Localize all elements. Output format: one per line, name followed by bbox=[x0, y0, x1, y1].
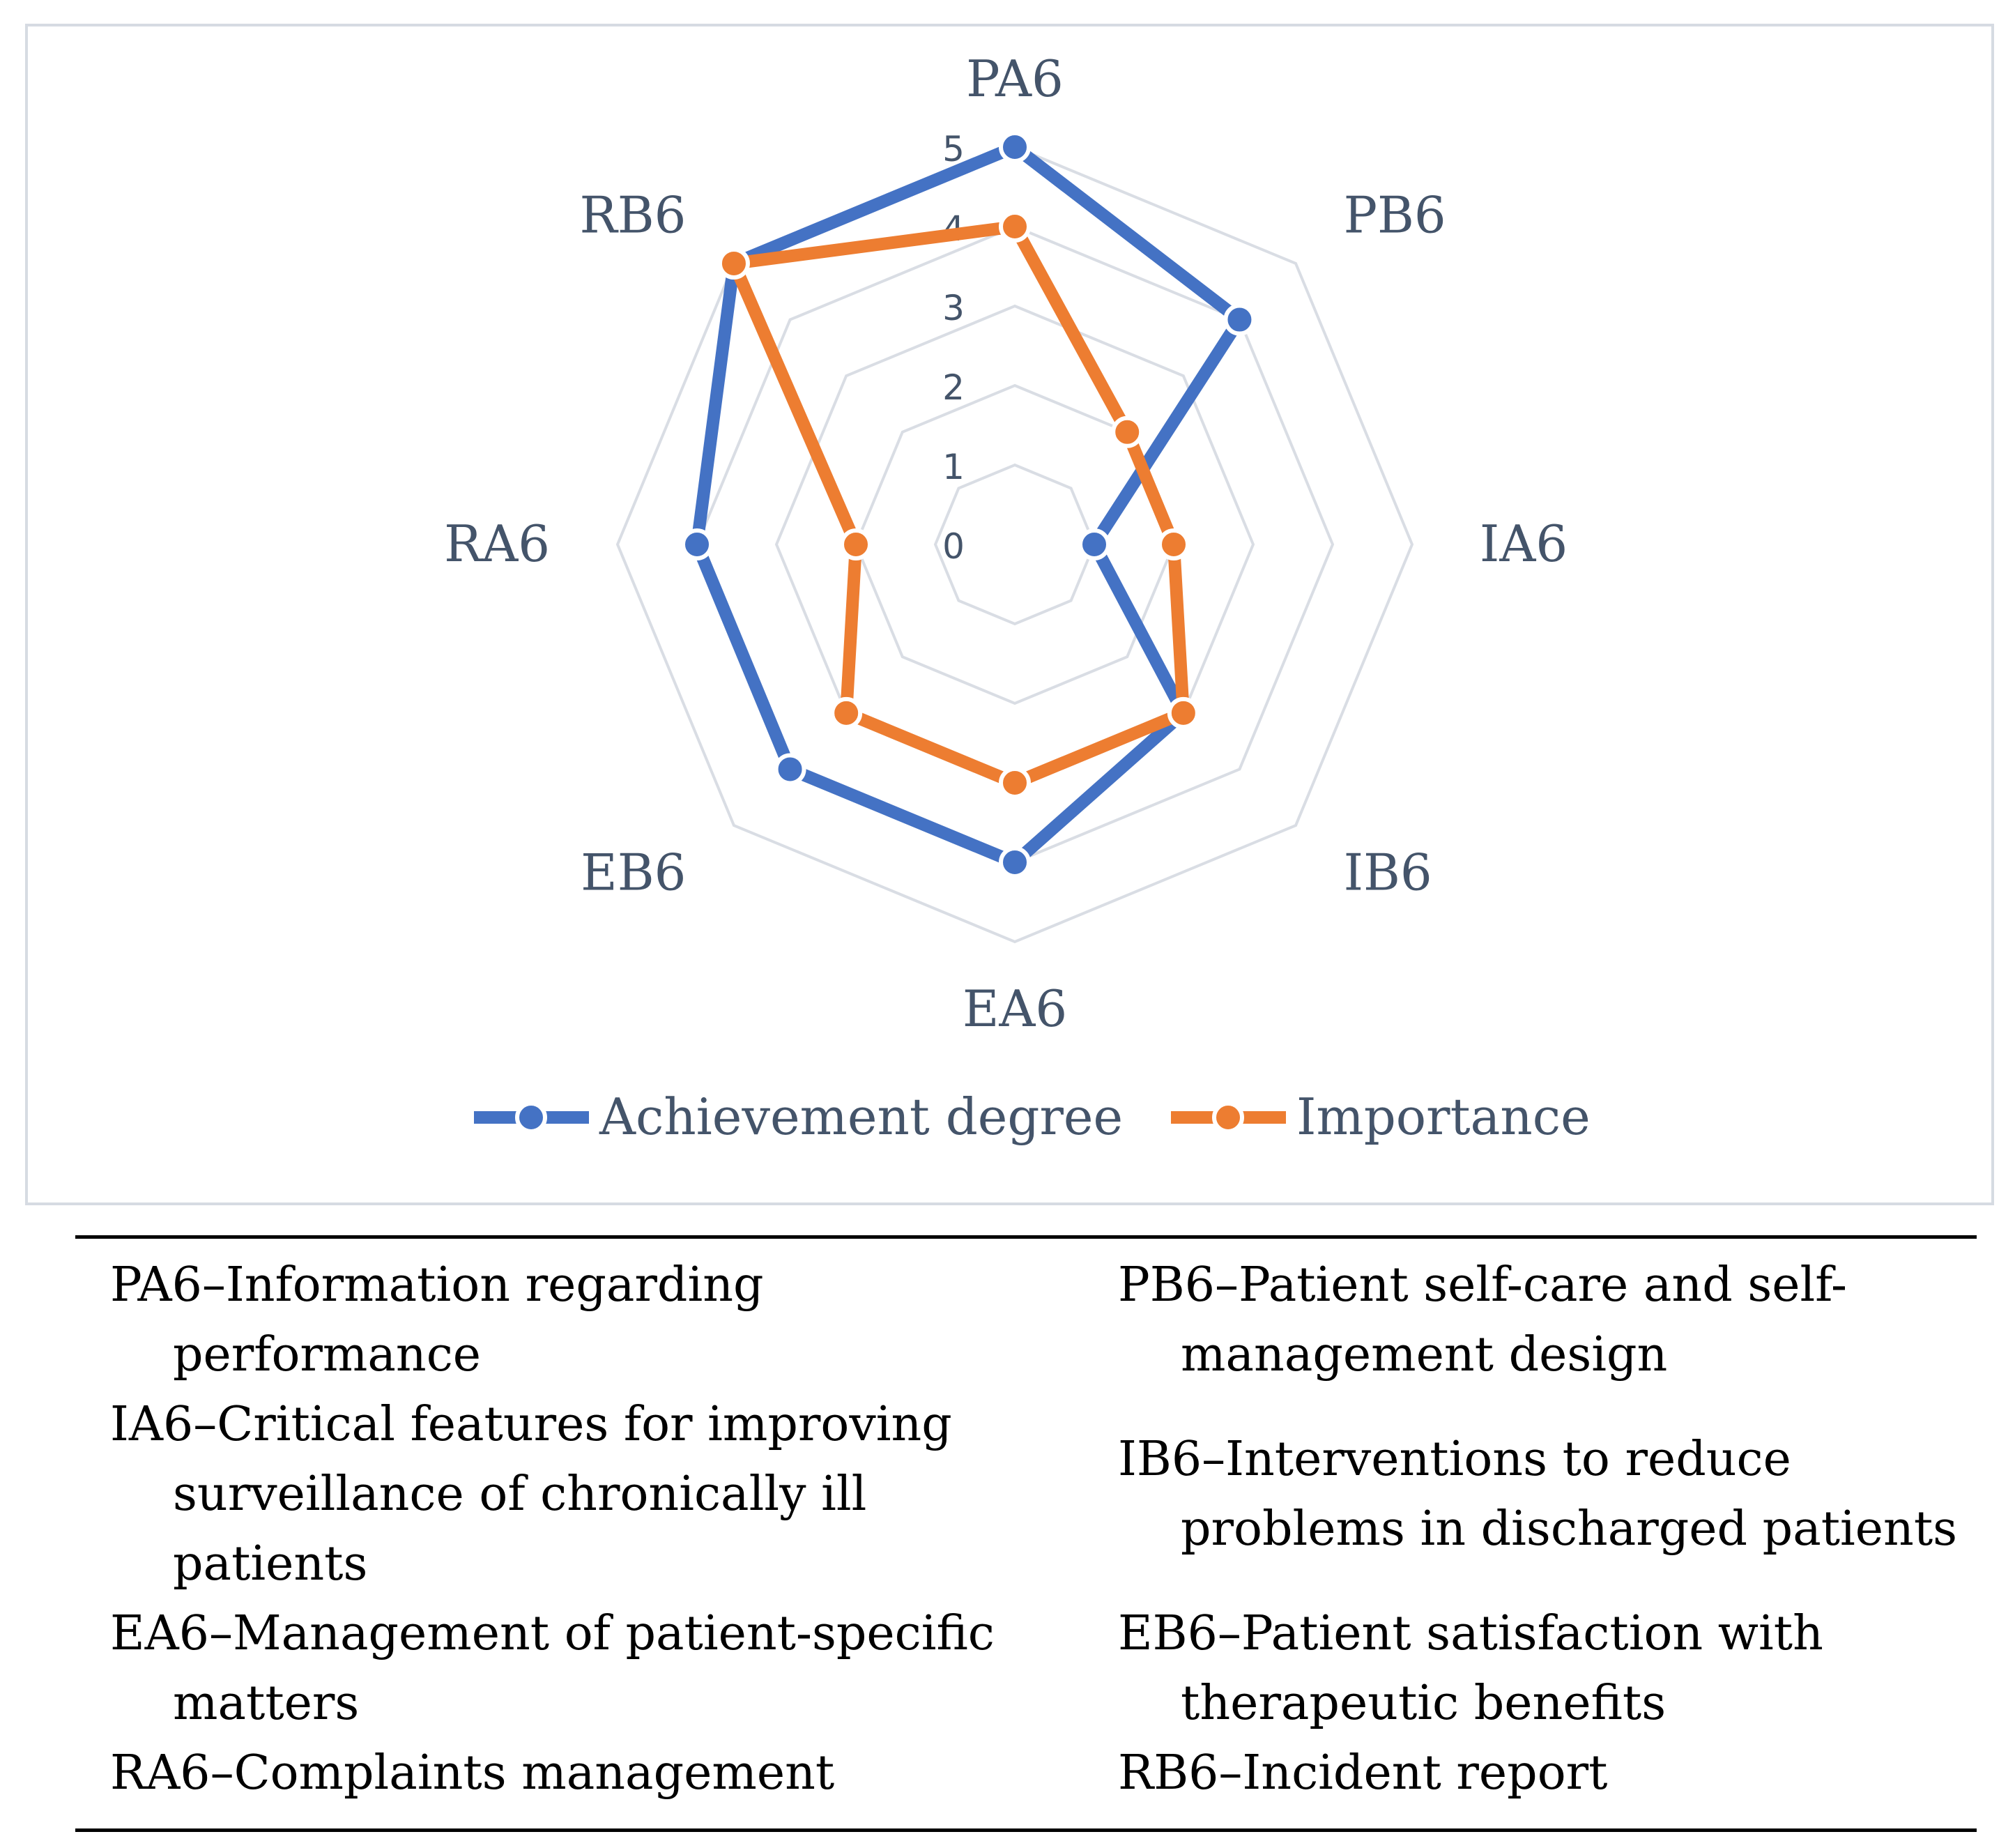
radar-chart: 012345PA6PB6IA6IB6EA6EB6RA6RB6Achievemen… bbox=[444, 49, 1591, 1146]
data-point-ea6 bbox=[999, 767, 1031, 799]
legend-label-1: Importance bbox=[1296, 1087, 1591, 1146]
definition-ib6: IB6–Interventions to reduce problems in … bbox=[1118, 1432, 1958, 1557]
axis-label-rb6: RB6 bbox=[579, 185, 686, 244]
definition-ra6: RA6–Complaints management bbox=[110, 1746, 835, 1801]
legend-marker-1 bbox=[1212, 1101, 1244, 1133]
axis-label-ea6: EA6 bbox=[963, 979, 1067, 1038]
abbreviation-table: PA6–Information regarding performance IA… bbox=[75, 1235, 1977, 1832]
data-point-eb6 bbox=[830, 696, 863, 729]
definition-pb6: PB6–Patient self-care and self-managemen… bbox=[1118, 1258, 1847, 1382]
legend-label-0: Achievement degree bbox=[599, 1087, 1123, 1146]
table-top-rule bbox=[75, 1235, 1977, 1239]
scale-tick-label: 2 bbox=[942, 367, 965, 408]
definition-ia6: IA6–Critical features for improving surv… bbox=[110, 1397, 952, 1591]
definition-rb6: RB6–Incident report bbox=[1118, 1746, 1608, 1801]
definition-pa6: PA6–Information regarding performance bbox=[110, 1258, 764, 1382]
axis-label-ib6: IB6 bbox=[1344, 843, 1432, 902]
scale-tick-label: 3 bbox=[942, 288, 965, 328]
table-bottom-rule bbox=[75, 1828, 1977, 1832]
data-point-ia6 bbox=[1078, 528, 1110, 560]
data-point-pb6 bbox=[1223, 303, 1256, 336]
legend-marker-0 bbox=[515, 1101, 547, 1133]
definition-eb6: EB6–Patient satisfaction with therapeuti… bbox=[1118, 1606, 1823, 1731]
data-point-rb6 bbox=[717, 247, 750, 280]
data-point-pa6 bbox=[999, 211, 1031, 243]
data-point-eb6 bbox=[774, 753, 806, 786]
data-point-pa6 bbox=[999, 131, 1031, 163]
axis-label-ia6: IA6 bbox=[1480, 514, 1568, 573]
axis-label-eb6: EB6 bbox=[581, 843, 686, 902]
scale-tick-label: 0 bbox=[942, 526, 965, 567]
data-point-pb6 bbox=[1111, 415, 1144, 448]
data-point-ra6 bbox=[681, 528, 713, 560]
data-point-ra6 bbox=[840, 528, 872, 560]
grid-ring-5 bbox=[615, 145, 1414, 944]
data-point-ib6 bbox=[1167, 696, 1200, 729]
axis-label-pa6: PA6 bbox=[966, 49, 1064, 108]
data-point-ia6 bbox=[1158, 528, 1190, 560]
axis-label-pb6: PB6 bbox=[1344, 185, 1446, 244]
axis-label-ra6: RA6 bbox=[444, 514, 550, 573]
grid-ring-1 bbox=[933, 463, 1096, 626]
scale-tick-label: 1 bbox=[942, 447, 965, 487]
definition-ea6: EA6–Management of patient-specific matte… bbox=[110, 1606, 995, 1731]
data-point-ea6 bbox=[999, 846, 1031, 878]
